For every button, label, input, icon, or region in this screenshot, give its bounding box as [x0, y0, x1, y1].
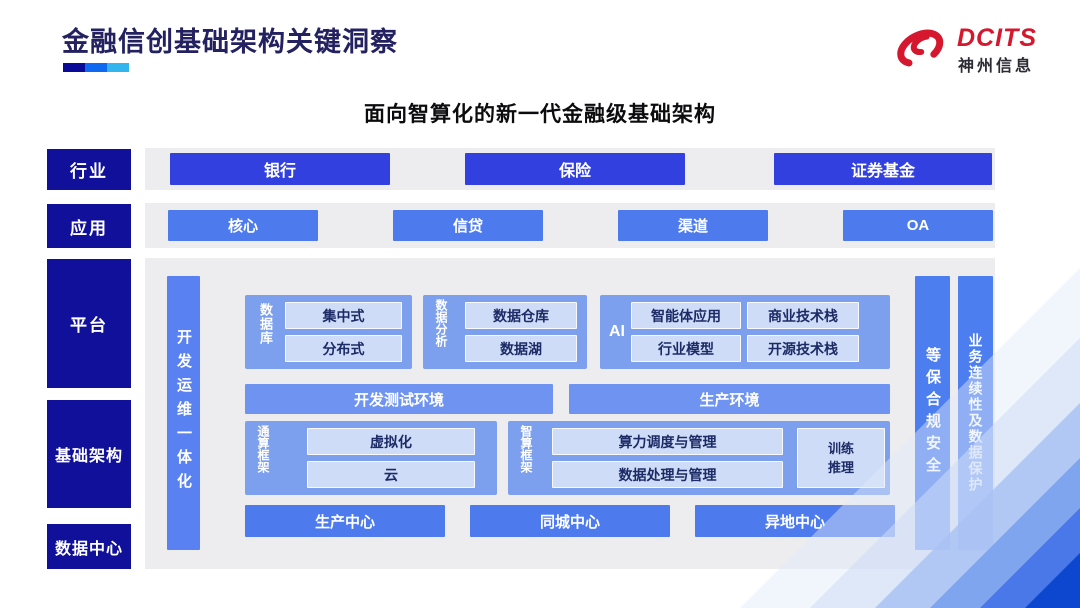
dev-test-env-bar: 开发测试环境 — [245, 384, 553, 414]
application-item-credit: 信贷 — [393, 210, 543, 241]
security-compliance-label: 等保合规安全 — [924, 347, 941, 479]
devops-bar: 开发运维一体化 — [167, 276, 200, 550]
analytics-item-lake: 数据湖 — [465, 335, 577, 362]
ai-compute-group: 智算框架 算力调度与管理 数据处理与管理 训练推理 — [508, 421, 890, 495]
title-underline — [63, 63, 129, 72]
analytics-group: 数据分析 数据仓库 数据湖 — [423, 295, 587, 369]
ai-group-label: AI — [609, 323, 625, 340]
database-item-centralized: 集中式 — [285, 302, 402, 329]
logo-brand-text: DCITS — [957, 24, 1037, 52]
ai-compute-group-label: 智算框架 — [519, 425, 533, 473]
database-item-distributed: 分布式 — [285, 335, 402, 362]
prod-env-bar: 生产环境 — [569, 384, 890, 414]
ai-item-commercial-stack: 商业技术栈 — [747, 302, 859, 329]
rail-application: 应用 — [47, 204, 131, 248]
center-production: 生产中心 — [245, 505, 445, 537]
devops-bar-label: 开发运维一体化 — [175, 329, 192, 497]
logo-company-text: 神州信息 — [958, 58, 1035, 75]
analytics-item-warehouse: 数据仓库 — [465, 302, 577, 329]
underline-segment-blue — [85, 63, 107, 72]
rail-infrastructure: 基础架构 — [47, 400, 131, 508]
ai-group: AI 智能体应用 商业技术栈 行业模型 开源技术栈 — [600, 295, 890, 369]
application-item-channel: 渠道 — [618, 210, 768, 241]
ai-compute-item-train-infer: 训练推理 — [797, 428, 885, 488]
general-compute-group-label: 通算框架 — [256, 425, 270, 473]
database-group-label: 数据库 — [258, 303, 273, 345]
underline-segment-cyan — [107, 63, 129, 72]
rail-platform: 平台 — [47, 259, 131, 388]
ai-item-agent-apps: 智能体应用 — [631, 302, 741, 329]
general-compute-group: 通算框架 虚拟化 云 — [245, 421, 497, 495]
industry-row: 银行 保险 证券基金 — [145, 148, 995, 190]
application-item-core: 核心 — [168, 210, 318, 241]
company-logo: DCITS 神州信息 — [893, 20, 1053, 76]
rail-datacenter: 数据中心 — [47, 524, 131, 569]
ai-item-industry-models: 行业模型 — [631, 335, 741, 362]
center-remote: 异地中心 — [695, 505, 895, 537]
industry-item-securities: 证券基金 — [774, 153, 992, 185]
industry-item-bank: 银行 — [170, 153, 390, 185]
diagram-title: 面向智算化的新一代金融级基础架构 — [364, 103, 716, 126]
application-item-oa: OA — [843, 210, 993, 241]
rail-industry: 行业 — [47, 149, 131, 190]
industry-item-insurance: 保险 — [465, 153, 685, 185]
platform-panel: 开发运维一体化 数据库 集中式 分布式 数据分析 数据仓库 数据湖 AI 智能体… — [145, 258, 995, 569]
train-infer-label: 训练推理 — [827, 440, 854, 476]
logo-swirl-icon — [897, 29, 944, 67]
general-compute-item-virtualization: 虚拟化 — [307, 428, 475, 455]
center-same-city: 同城中心 — [470, 505, 670, 537]
ai-item-opensource-stack: 开源技术栈 — [747, 335, 859, 362]
general-compute-item-cloud: 云 — [307, 461, 475, 488]
database-group: 数据库 集中式 分布式 — [245, 295, 412, 369]
ai-compute-item-data-mgmt: 数据处理与管理 — [552, 461, 783, 488]
analytics-group-label: 数据分析 — [434, 299, 448, 347]
page-title: 金融信创基础架构关键洞察 — [62, 27, 398, 57]
ai-compute-item-scheduling: 算力调度与管理 — [552, 428, 783, 455]
application-row: 核心 信贷 渠道 OA — [145, 203, 995, 248]
underline-segment-navy — [63, 63, 85, 72]
